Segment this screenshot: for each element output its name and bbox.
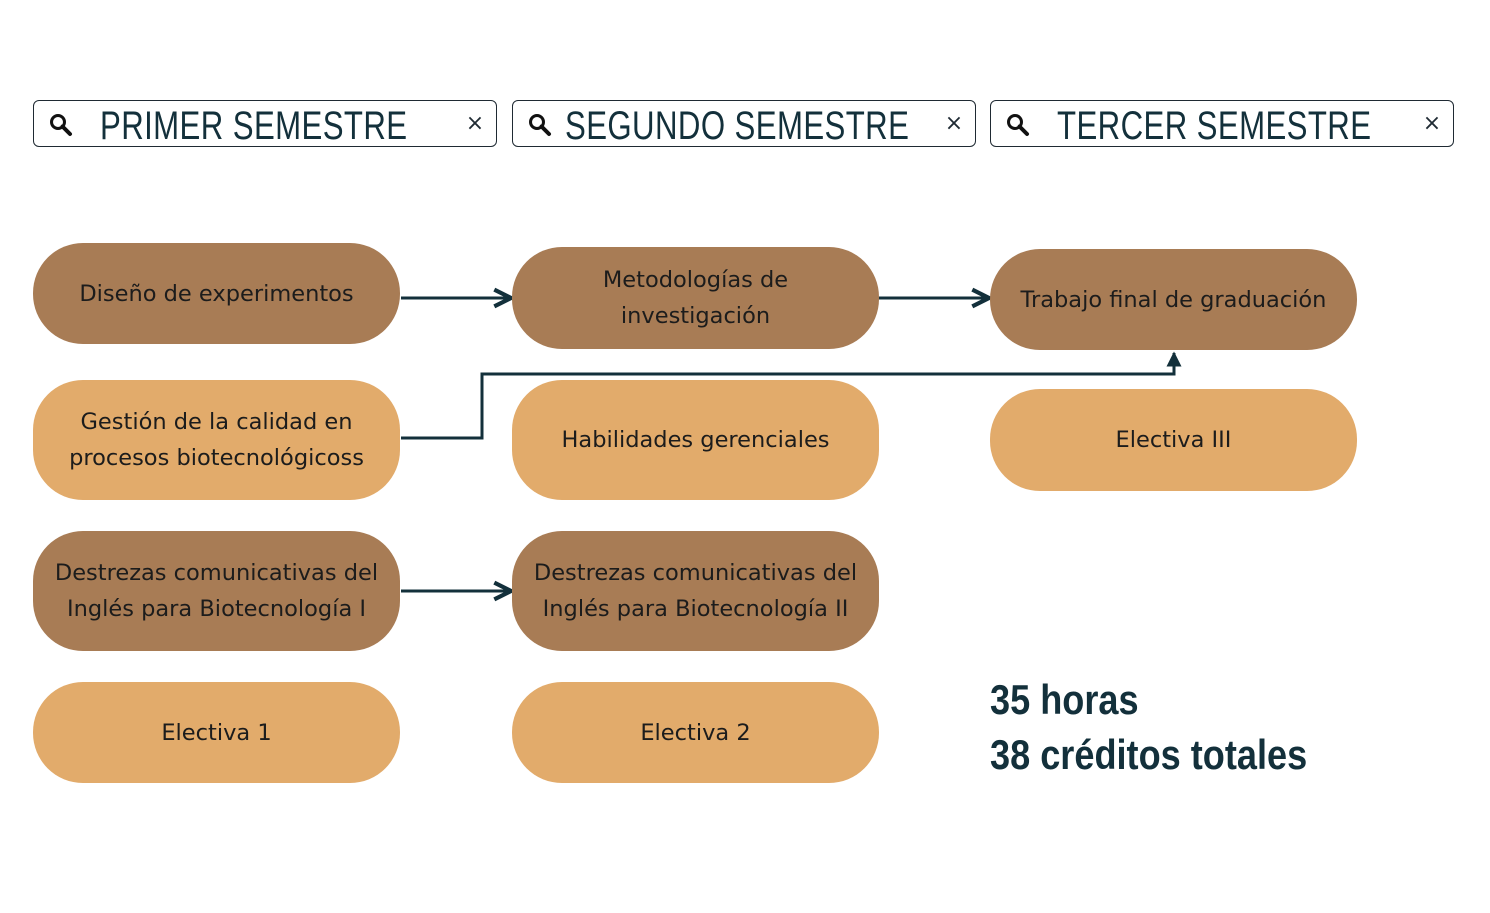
semester-header-label: TERCER SEMESTRE [1057, 104, 1372, 148]
total-credits: 38 créditos totales [990, 731, 1308, 778]
search-icon [529, 114, 551, 136]
course-label: Gestión de la calidad en procesos biotec… [69, 409, 364, 471]
semester-header-label: SEGUNDO SEMESTRE [565, 104, 910, 148]
course-node[interactable]: Habilidades gerenciales [512, 380, 879, 500]
close-icon[interactable]: × [1422, 111, 1442, 136]
course-node[interactable]: Electiva III [990, 389, 1357, 491]
course-label: Destrezas comunicativas del Inglés para … [54, 560, 379, 622]
semester-header-label: PRIMER SEMESTRE [100, 104, 408, 148]
program-summary: 35 horas 38 créditos totales [990, 672, 1307, 782]
semester-header-1[interactable]: PRIMER SEMESTRE × [33, 100, 497, 148]
course-node[interactable]: Metodologías de investigación [512, 247, 879, 349]
course-label: Diseño de experimentos [79, 280, 354, 307]
search-icon [50, 114, 72, 136]
course-label: Trabajo final de graduación [1020, 286, 1327, 313]
course-label: Electiva 2 [640, 719, 751, 746]
course-node[interactable]: Diseño de experimentos [33, 243, 400, 344]
semester-header-3[interactable]: TERCER SEMESTRE × [990, 100, 1454, 148]
course-label: Electiva 1 [161, 719, 272, 746]
course-node[interactable]: Electiva 1 [33, 682, 400, 783]
course-label: Electiva III [1115, 427, 1232, 453]
course-label: Metodologías de investigación [602, 267, 789, 329]
course-label: Habilidades gerenciales [561, 427, 830, 453]
course-node[interactable]: Destrezas comunicativas del Inglés para … [512, 531, 879, 651]
course-label: Destrezas comunicativas del Inglés para … [533, 560, 858, 622]
close-icon[interactable]: × [465, 111, 485, 136]
semester-header-2[interactable]: SEGUNDO SEMESTRE × [512, 100, 976, 148]
search-icon [1007, 114, 1029, 136]
course-node[interactable]: Destrezas comunicativas del Inglés para … [33, 531, 400, 651]
course-node[interactable]: Gestión de la calidad en procesos biotec… [33, 380, 400, 500]
total-hours: 35 horas [990, 676, 1139, 723]
course-node[interactable]: Trabajo final de graduación [990, 249, 1357, 350]
course-node[interactable]: Electiva 2 [512, 682, 879, 783]
close-icon[interactable]: × [944, 111, 964, 136]
